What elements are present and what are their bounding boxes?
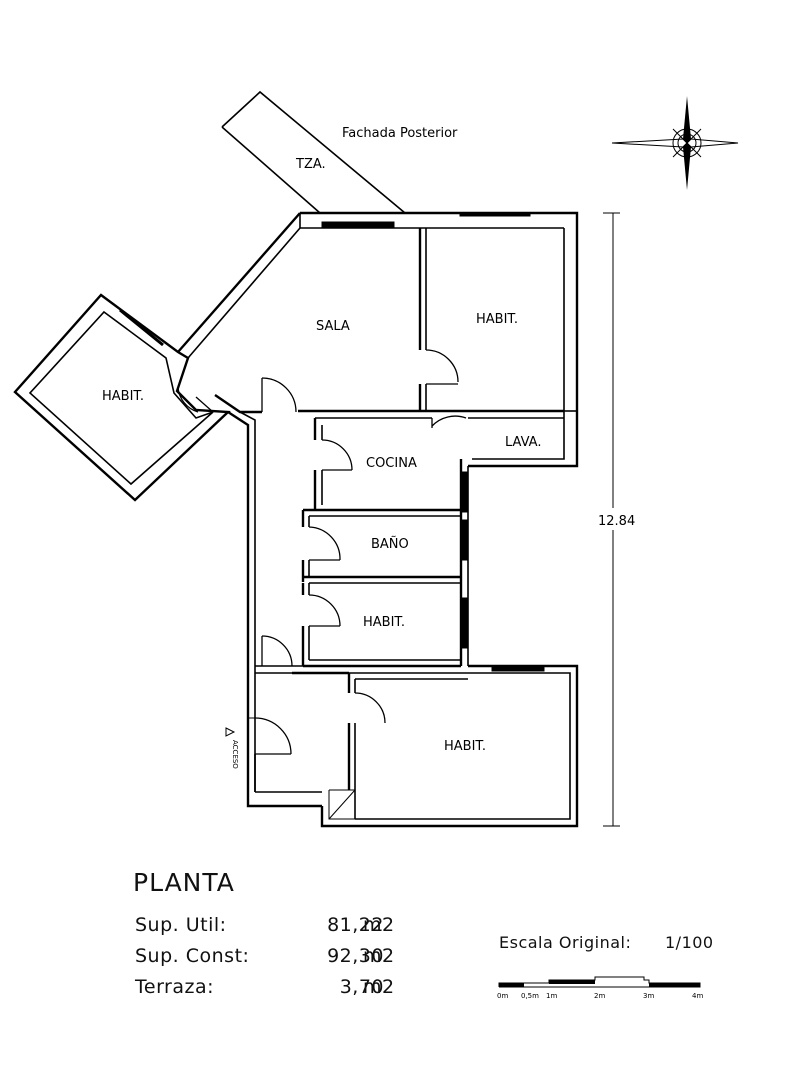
scale-value: 1/100 — [665, 933, 714, 952]
north-compass-icon — [611, 96, 739, 190]
window — [491, 666, 545, 672]
surface-label: Sup. Util: — [135, 914, 227, 936]
window — [461, 519, 468, 561]
access-marker: ACCESO — [225, 727, 239, 769]
room-label-habit-bottom: HABIT. — [444, 739, 486, 754]
surface-label: Sup. Const: — [135, 945, 250, 967]
window — [321, 221, 395, 228]
room-label-terraza: TZA. — [295, 157, 326, 172]
scale-tick: 3m — [643, 992, 654, 1000]
access-label: ACCESO — [231, 740, 239, 769]
surface-label: Terraza: — [135, 976, 215, 998]
terrace-outline — [221, 90, 406, 214]
room-label-habit-top-right: HABIT. — [476, 312, 518, 327]
window — [461, 471, 468, 513]
dimension-line — [598, 212, 638, 827]
scale-tick: 0,5m — [521, 992, 539, 1000]
surface-unit: m2 — [363, 945, 395, 967]
dimension-label: 12.84 — [598, 514, 635, 529]
scale-tick: 2m — [594, 992, 605, 1000]
facade-label: Fachada Posterior — [342, 126, 458, 141]
window — [461, 597, 468, 649]
room-label-habit-middle: HABIT. — [363, 615, 405, 630]
window — [459, 212, 531, 217]
room-label-cocina: COCINA — [366, 456, 417, 471]
scale-tick: 1m — [546, 992, 557, 1000]
surface-unit: m2 — [363, 914, 395, 936]
scale-tick: 4m — [692, 992, 703, 1000]
outer-walls — [13, 211, 579, 808]
room-label-habit-left: HABIT. — [102, 389, 144, 404]
room-label-sala: SALA — [316, 319, 350, 334]
surface-value: 81,22 — [327, 914, 384, 936]
surface-unit: m2 — [363, 976, 395, 998]
room-label-lava: LAVA. — [505, 435, 541, 450]
scale-tick: 0m — [497, 992, 508, 1000]
scale-bar: 0m 0,5m 1m 2m 3m 4m — [497, 976, 703, 1000]
interior-walls — [248, 228, 579, 828]
room-label-bano: BAÑO — [371, 536, 409, 552]
planta-title: PLANTA — [133, 868, 235, 897]
surface-value: 92,30 — [327, 945, 384, 967]
surface-value: 3,70 — [339, 976, 384, 998]
scale-label: Escala Original: — [499, 933, 632, 952]
